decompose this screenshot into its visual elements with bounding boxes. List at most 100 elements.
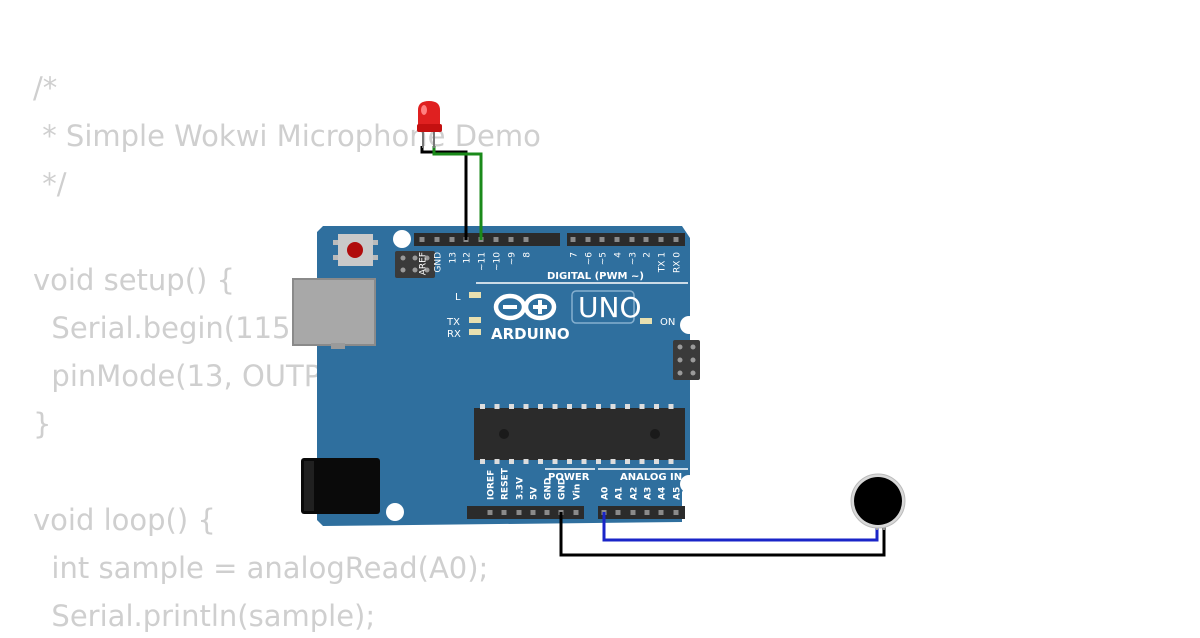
mounting-hole [386,503,404,521]
bottom-pin-label: A3 [644,487,654,500]
uno-badge [571,290,635,324]
icsp-header-right [673,340,700,380]
mounting-hole [393,230,411,248]
code-line: int sample = analogRead(A0); [33,551,489,585]
bottom-pin-header-power [467,506,584,519]
led-l [469,292,481,298]
top-pin[interactable] [570,237,576,242]
bottom-pin[interactable] [573,510,579,515]
top-pin-label: GND [434,252,444,273]
code-line: */ [33,167,67,201]
usb-connector [292,278,376,349]
wire-led-anode-to-pin13[interactable] [432,146,483,240]
wire-led-cathode-to-gnd[interactable] [420,146,468,240]
top-pin[interactable] [599,237,605,242]
reset-button[interactable] [333,234,378,266]
led-tx-label: TX [446,317,460,328]
bottom-pin[interactable] [487,510,493,515]
top-pin[interactable] [658,237,664,242]
bottom-pin-label: 3.3V [516,477,526,500]
top-pin-label: 2 [643,252,653,258]
top-pin-label: 8 [523,252,533,258]
bottom-pin-label: A4 [658,487,668,500]
bottom-pin[interactable] [644,510,650,515]
code-line: void setup() { [33,263,235,297]
bottom-pin-label: A5 [673,487,683,500]
led-tx [469,317,481,323]
wire-mic-to-a0[interactable] [602,512,879,542]
bottom-pin[interactable] [658,510,664,515]
bottom-pin-label: 5V [530,487,540,500]
top-pin[interactable] [449,237,455,242]
microphone[interactable] [850,473,906,530]
bottom-pin-label: RESET [501,467,511,500]
top-pin[interactable] [673,237,679,242]
top-pin-label: 12 [463,252,473,263]
top-pin-label: TX 1 [658,252,668,273]
mounting-hole [680,475,698,493]
board-model: UNO [578,291,641,324]
bottom-pin[interactable] [516,510,522,515]
top-pin[interactable] [419,237,425,242]
top-pin-label: ~9 [508,252,518,266]
power-jack [301,458,380,514]
top-pin-label: AREF [419,252,429,275]
code-line: void loop() { [33,503,216,537]
bottom-pin-label: GND [544,478,554,500]
bottom-pin[interactable] [630,510,636,515]
code-line: } [33,407,52,441]
top-pin-label: RX 0 [673,252,683,273]
bottom-pin[interactable] [673,510,679,515]
bottom-pin-label: A0 [601,487,611,500]
top-pin-label: 13 [449,252,459,263]
bottom-pin[interactable] [501,510,507,515]
microcontroller-chip [474,404,685,464]
top-pin-label: ~5 [599,252,609,265]
bottom-pin-label: IOREF [487,470,497,500]
bottom-pin-label: GND [558,478,568,500]
code-line: Serial.println(sample); [33,599,376,633]
bottom-pin-header-analog [598,506,685,519]
arduino-logo-icon [493,293,557,321]
led-on-label: ON [660,317,675,328]
led-on [640,318,652,324]
led-rx-label: RX [447,329,461,340]
top-pin[interactable] [508,237,514,242]
top-pin-label: ~10 [493,252,503,271]
top-pin[interactable] [585,237,591,242]
led-l-label: L [455,292,461,303]
top-pin-label: ~6 [585,252,595,266]
bottom-pin[interactable] [544,510,550,515]
top-pin[interactable] [629,237,635,242]
code-line: * Simple Wokwi Microphone Demo [33,119,541,153]
code-line: /* [33,71,58,105]
top-pin-label: ~11 [478,252,488,271]
led-rx [469,329,481,335]
digital-header-label: DIGITAL (PWM ~) [547,271,644,282]
mounting-hole [680,316,698,334]
bottom-pin[interactable] [615,510,621,515]
board-brand: ARDUINO [491,325,570,343]
top-pin[interactable] [643,237,649,242]
top-pin-label: 7 [570,252,580,258]
top-pin-label: ~3 [629,252,639,265]
wire-mic-to-gnd[interactable] [559,512,886,557]
power-header-label: POWER [548,472,590,483]
red-led[interactable] [417,101,442,148]
arduino-uno-board[interactable]: AREF GND 13 12 ~11 ~10 ~9 8 7 ~6 ~5 4 ~3 2 TX 1 RX 0 DI… [292,226,700,526]
bottom-pin[interactable] [530,510,536,515]
bottom-pin-label: A2 [630,487,640,500]
top-pin-header-right [567,233,685,246]
bottom-pin-label: A1 [615,487,625,500]
bottom-pin-label: Vin [573,484,583,500]
top-pin-header-left [414,233,560,246]
top-pin[interactable] [493,237,499,242]
analog-header-label: ANALOG IN [620,472,682,483]
top-pin[interactable] [434,237,440,242]
top-pin[interactable] [523,237,529,242]
code-line: pinMode(13, OUTPUT); [33,359,382,393]
top-pin-label: 4 [614,252,624,258]
top-pin[interactable] [614,237,620,242]
